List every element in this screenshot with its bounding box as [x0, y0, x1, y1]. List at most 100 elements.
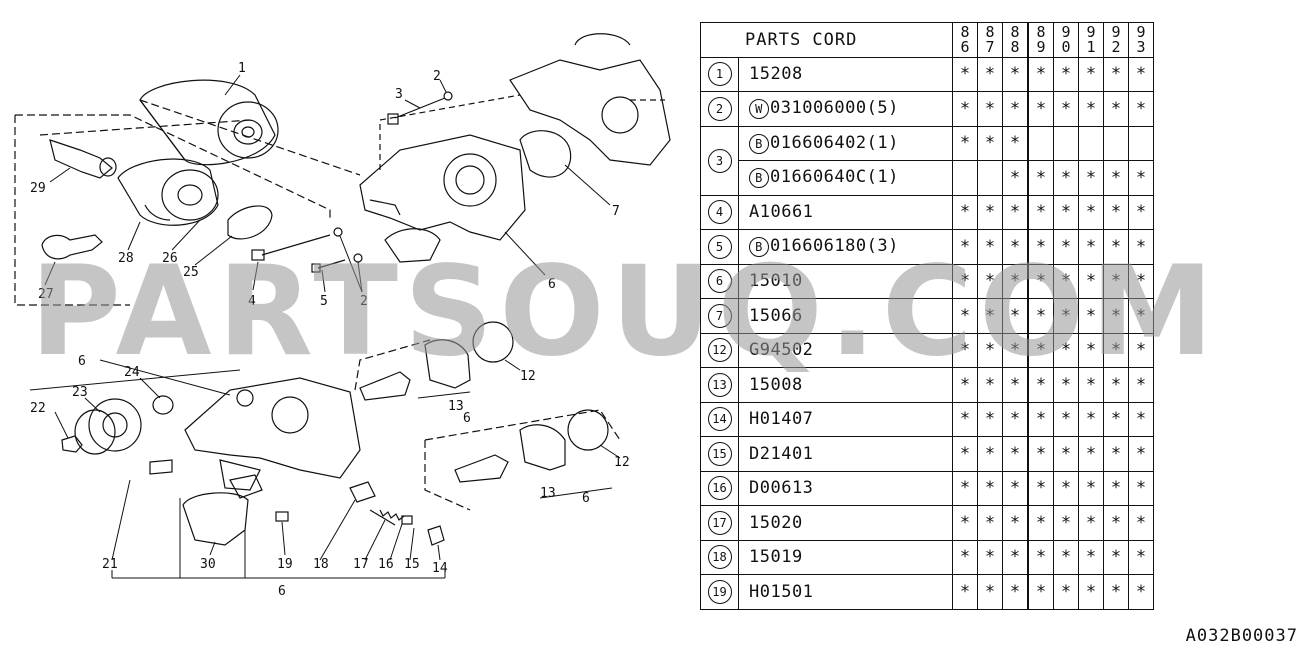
applicability-cell	[1053, 125, 1079, 161]
applicability-mark: *	[1035, 305, 1047, 326]
ref-number-cell: 1	[700, 56, 739, 92]
applicability-cell: *	[977, 539, 1003, 575]
applicability-mark: *	[1085, 305, 1097, 326]
applicability-cell: *	[952, 229, 978, 265]
applicability-cell: *	[1078, 332, 1104, 368]
part-code: 01660640C(1)	[770, 167, 899, 188]
ref-number: 1	[707, 62, 732, 87]
diagram-code: A032B00037	[1185, 626, 1298, 646]
year-digit: 1	[1086, 37, 1096, 56]
applicability-mark: *	[959, 374, 971, 395]
applicability-cell: *	[1078, 539, 1104, 575]
applicability-mark: *	[984, 478, 996, 499]
applicability-cell: *	[1128, 436, 1154, 472]
rotor-part	[454, 409, 609, 483]
ref-number: 18	[707, 545, 732, 570]
part-code-cell: A10661	[738, 194, 953, 230]
applicability-mark: *	[984, 512, 996, 533]
applicability-cell: *	[1002, 574, 1029, 610]
applicability-mark: *	[984, 305, 996, 326]
applicability-mark: *	[1009, 236, 1021, 257]
applicability-cell: *	[1103, 401, 1129, 437]
applicability-mark: *	[984, 133, 996, 154]
parts-diagram: 1 2 3 7 29 28 26 25 27 4 5 2 6 6 12 13 6…	[14, 33, 671, 599]
applicability-mark: *	[1110, 305, 1122, 326]
callout-24: 24	[124, 365, 140, 380]
part-prefix: W	[749, 99, 769, 120]
applicability-mark: *	[984, 271, 996, 292]
oil-pump-part	[359, 134, 526, 263]
applicability-cell: *	[952, 470, 978, 506]
applicability-cell	[1027, 125, 1054, 161]
applicability-cell: *	[1103, 298, 1129, 334]
applicability-mark: *	[1135, 98, 1147, 119]
year-digit: 3	[1136, 37, 1146, 56]
applicability-cell: *	[1053, 401, 1079, 437]
applicability-cell: *	[1027, 470, 1054, 506]
applicability-mark: *	[1110, 340, 1122, 361]
applicability-mark: *	[959, 236, 971, 257]
applicability-cell: *	[1128, 401, 1154, 437]
applicability-mark: *	[1110, 271, 1122, 292]
applicability-mark: *	[1110, 443, 1122, 464]
applicability-cell: *	[1053, 574, 1079, 610]
callout-19: 19	[277, 557, 293, 572]
callout-6: 6	[78, 354, 86, 369]
applicability-mark: *	[984, 236, 996, 257]
applicability-cell: *	[1078, 160, 1104, 196]
applicability-cell: *	[1128, 367, 1154, 403]
applicability-mark: *	[1009, 133, 1021, 154]
applicability-cell: *	[977, 91, 1003, 127]
applicability-mark: *	[1110, 98, 1122, 119]
bolt-part	[251, 234, 331, 261]
applicability-mark: *	[984, 202, 996, 223]
applicability-cell: *	[977, 298, 1003, 334]
applicability-mark: *	[1085, 547, 1097, 568]
callout-27: 27	[38, 287, 54, 302]
applicability-cell: *	[1002, 436, 1029, 472]
applicability-mark: *	[1009, 305, 1021, 326]
applicability-cell: *	[1053, 470, 1079, 506]
part-code: D00613	[749, 478, 814, 499]
applicability-cell: *	[1027, 56, 1054, 92]
applicability-mark: *	[984, 581, 996, 602]
applicability-cell: *	[1027, 160, 1054, 196]
part-code: 016606180(3)	[770, 236, 899, 257]
applicability-cell: *	[1053, 367, 1079, 403]
applicability-cell: *	[1128, 574, 1154, 610]
part-code: 15019	[749, 547, 803, 568]
part-code: D21401	[749, 443, 814, 464]
applicability-mark: *	[1009, 167, 1021, 188]
ref-number-cell: 14	[700, 401, 739, 437]
applicability-cell: *	[1053, 298, 1079, 334]
callout-13: 13	[448, 399, 464, 414]
ref-number: 5	[707, 234, 732, 259]
callout-13: 13	[540, 486, 556, 501]
applicability-cell: *	[1027, 229, 1054, 265]
applicability-mark: *	[1085, 98, 1097, 119]
ref-number-cell: 13	[700, 367, 739, 403]
